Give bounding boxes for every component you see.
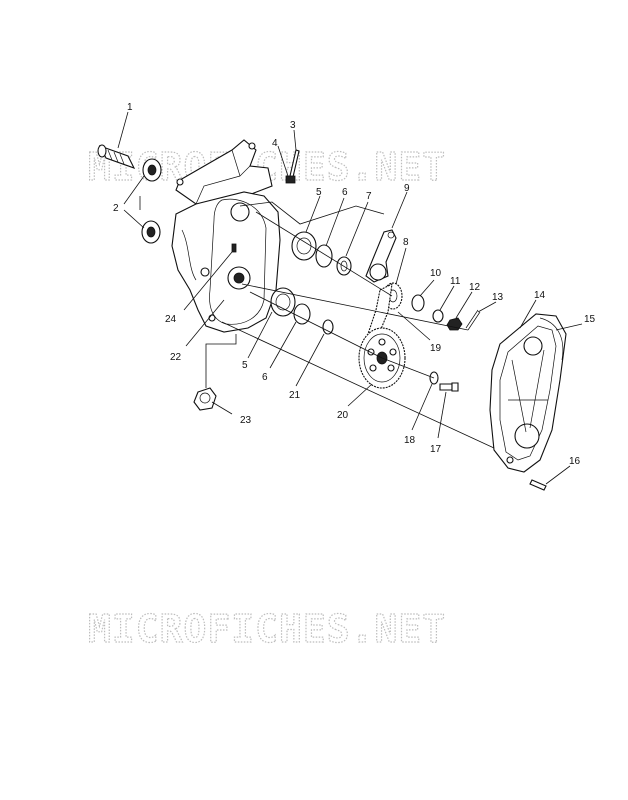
callout-3: 3: [290, 120, 296, 131]
part-2-seal-lower: [141, 220, 161, 244]
part-24-pin: [231, 243, 237, 253]
callout-6-lower: 6: [262, 372, 268, 383]
part-6-snap-ring-upper: [315, 244, 333, 268]
callout-21: 21: [289, 390, 301, 401]
callout-12: 12: [469, 282, 481, 293]
part-21-washer: [322, 319, 334, 335]
callout-2: 2: [113, 203, 119, 214]
mounting-bracket: [175, 139, 273, 207]
callout-17: 17: [430, 444, 442, 455]
part-22-chaincase-housing: [171, 191, 281, 333]
part-14-chaincase-cover: [489, 313, 567, 473]
part-23-drain-plug: [193, 387, 217, 411]
callout-5-upper: 5: [316, 187, 322, 198]
part-1-shaft: [97, 144, 136, 169]
callout-7: 7: [366, 191, 372, 202]
callout-10: 10: [430, 268, 442, 279]
part-5-bearing-lower: [270, 287, 296, 317]
leader-lines: [117, 111, 583, 485]
part-5-bearing-upper: [291, 231, 317, 261]
callout-19: 19: [430, 343, 442, 354]
part-11-washer: [432, 309, 444, 323]
callout-13: 13: [492, 292, 504, 303]
callout-18: 18: [404, 435, 416, 446]
part-10-washer: [411, 294, 425, 312]
part-16-screw: [529, 479, 547, 491]
callout-9: 9: [404, 183, 410, 194]
callout-20: 20: [337, 410, 349, 421]
part-12-nut: [446, 317, 463, 331]
part-13-cotter-pin: [465, 309, 481, 331]
callout-6-upper: 6: [342, 187, 348, 198]
callout-4: 4: [272, 138, 278, 149]
callout-23: 23: [240, 415, 252, 426]
assembly-lines: [139, 196, 495, 449]
callout-11: 11: [450, 276, 461, 287]
watermark-bottom: MICROFICHES.NET: [88, 607, 446, 651]
part-15-gasket-edge: [539, 317, 564, 361]
callout-8: 8: [403, 237, 409, 248]
callout-14: 14: [534, 290, 546, 301]
part-4-nut: [285, 175, 296, 184]
part-2-seal-upper: [142, 158, 162, 182]
part-9-tensioner-arm: [365, 229, 397, 283]
callout-5-lower: 5: [242, 360, 248, 371]
callout-1: 1: [127, 102, 133, 113]
callout-22: 22: [170, 352, 182, 363]
callout-16: 16: [569, 456, 581, 467]
callout-labels: 1 2 3 4 5 6 7 9 8 10 11 12 13 14 15 16 1…: [113, 102, 596, 467]
part-17-bolt: [439, 382, 459, 392]
callout-15: 15: [584, 314, 596, 325]
callout-24: 24: [165, 314, 177, 325]
